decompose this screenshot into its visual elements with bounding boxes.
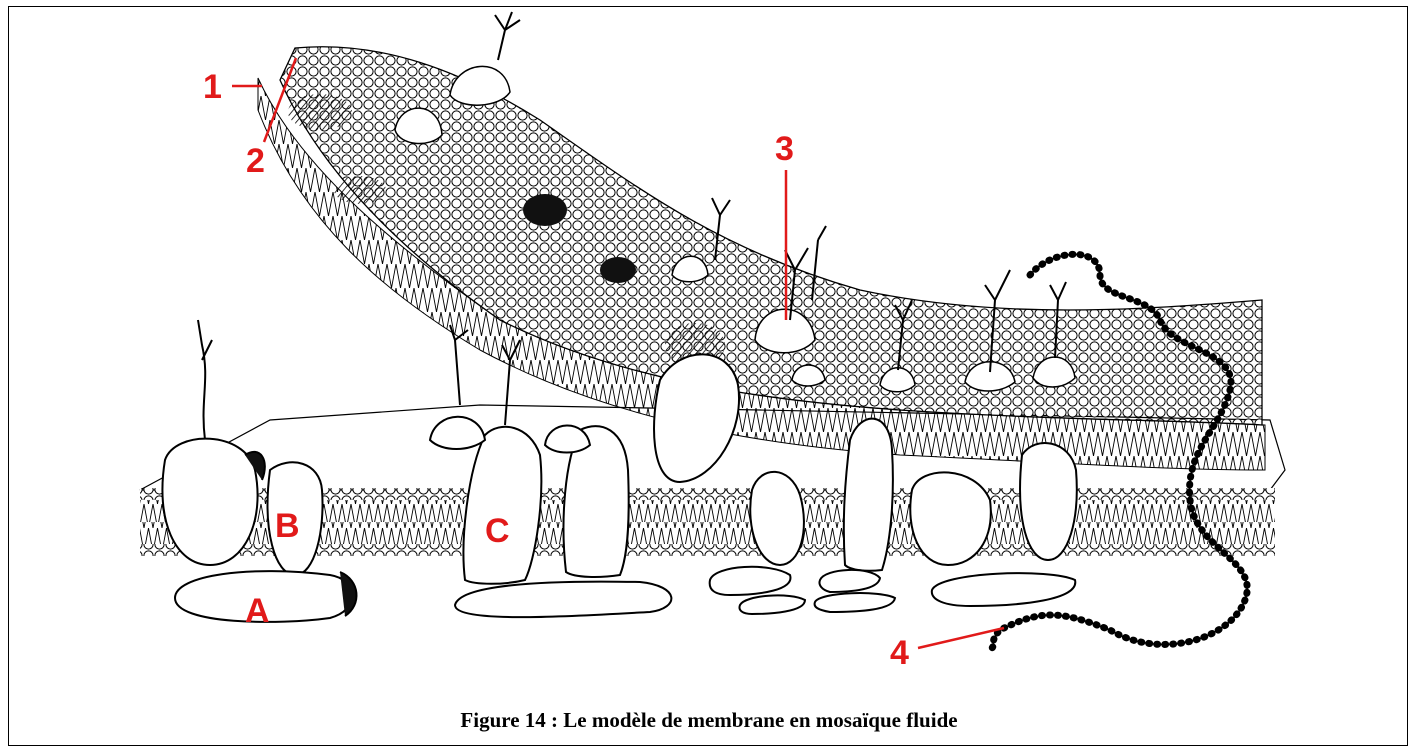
label-B: B [275, 507, 300, 545]
label-C: C [485, 512, 510, 550]
figure-caption: Figure 14 : Le modèle de membrane en mos… [0, 708, 1418, 733]
label-3: 3 [775, 130, 794, 168]
peripheral-proteins [175, 567, 1075, 622]
label-A: A [245, 592, 270, 630]
label-1: 1 [203, 68, 222, 106]
label-2: 2 [246, 142, 265, 180]
label-4: 4 [890, 634, 909, 672]
